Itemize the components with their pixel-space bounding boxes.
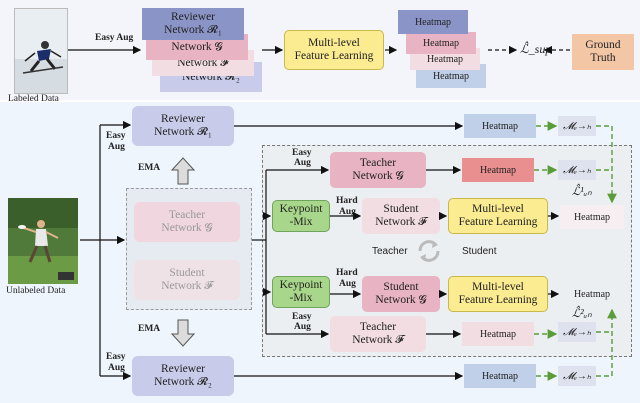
heatmap-r2: Heatmap xyxy=(464,364,536,388)
easy-aug-top-label: Easy Aug xyxy=(95,33,134,43)
keypoint-mix-1: Keypoint-Mix xyxy=(272,200,330,232)
m-eh-2: 𝓜ₑ→ₕ xyxy=(558,160,596,180)
hard-aug-2b: Aug xyxy=(339,279,356,289)
inner-heatmap-red: Heatmap xyxy=(462,158,534,182)
inner-heatmap-1: Heatmap xyxy=(560,205,624,229)
m-eh-3: 𝓜ₑ→ₕ xyxy=(558,322,596,342)
ema-top: EMA xyxy=(138,163,161,173)
hard-aug-1a: Hard xyxy=(336,196,358,206)
easy-aug-left-top-1: Easy xyxy=(106,131,126,141)
loss-un1: ℒ̂¹ᵤₙ xyxy=(572,186,592,198)
inner-easy-aug-1b: Aug xyxy=(294,158,311,168)
m-eh-1: 𝓜ₑ→ₕ xyxy=(558,116,596,136)
easy-aug-left-bottom-1: Easy xyxy=(106,352,126,362)
heatmap-top-2: Heatmap xyxy=(406,32,476,54)
labeled-caption: Labeled Data xyxy=(8,94,59,104)
keypoint-mix-2: Keypoint-Mix xyxy=(272,276,330,308)
labeled-image xyxy=(14,8,68,94)
inner-panel xyxy=(262,145,632,357)
loss-un2: ℒ̂²ᵤₙ xyxy=(572,308,592,320)
teacher-word: Teacher xyxy=(372,246,408,257)
heatmap-r1: Heatmap xyxy=(464,114,536,138)
inner-easy-aug-2a: Easy xyxy=(292,312,312,322)
hard-aug-1b: Aug xyxy=(339,207,356,217)
frisbee-figure xyxy=(8,198,78,284)
easy-aug-left-bottom-2: Aug xyxy=(108,363,125,373)
skier-figure xyxy=(15,9,67,93)
unlabeled-image xyxy=(8,198,78,284)
easy-aug-left-top-2: Aug xyxy=(108,142,125,152)
inner-easy-aug-1a: Easy xyxy=(292,148,312,158)
heatmap-top-1: Heatmap xyxy=(398,10,468,34)
m-eh-4: 𝓜ₑ→ₕ xyxy=(558,366,596,386)
hard-aug-2a: Hard xyxy=(336,268,358,278)
student-word: Student xyxy=(462,246,497,257)
inner-heatmap-3: Heatmap xyxy=(462,322,534,346)
inner-heatmap-2: Heatmap xyxy=(560,282,624,306)
ema-bottom: EMA xyxy=(138,324,161,334)
loss-sup: ℒ̂_sup xyxy=(520,42,552,56)
inner-easy-aug-2b: Aug xyxy=(294,322,311,332)
unlabeled-caption: Unlabeled Data xyxy=(6,286,66,296)
swap-cycle-icon xyxy=(416,238,442,264)
